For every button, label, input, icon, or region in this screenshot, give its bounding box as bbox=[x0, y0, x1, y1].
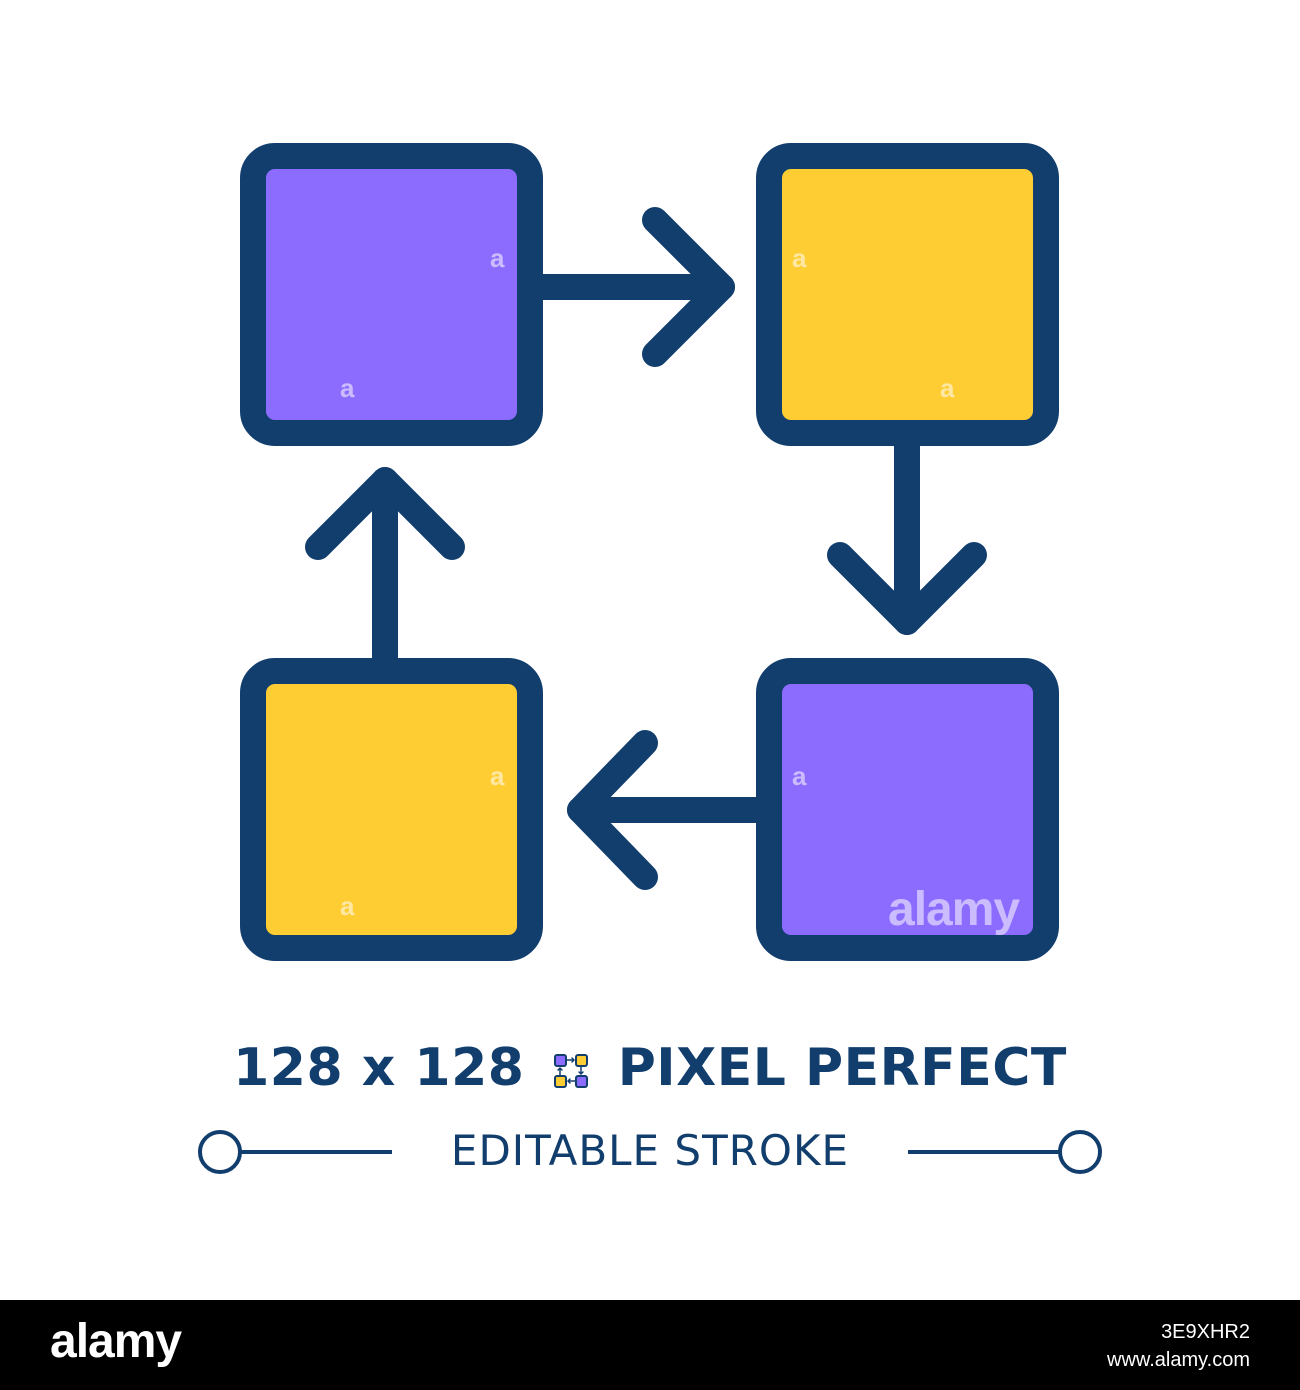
arrow-up-icon bbox=[305, 467, 465, 671]
watermark-a: a bbox=[792, 761, 807, 791]
arrow-left-icon bbox=[567, 730, 771, 890]
watermark-a: a bbox=[340, 373, 355, 403]
watermark-a: a bbox=[340, 891, 355, 921]
pixel-perfect-text: PIXEL PERFECT bbox=[617, 1038, 1067, 1098]
size-caption: 128 x 128 PIXEL PERFECT bbox=[0, 1038, 1300, 1098]
footer-info: 3E9XHR2 www.alamy.com bbox=[1107, 1318, 1250, 1374]
alamy-logo: alamy bbox=[50, 1315, 182, 1368]
mini-workflow-icon bbox=[554, 1054, 589, 1088]
watermark-a: a bbox=[490, 761, 505, 791]
footer-url: www.alamy.com bbox=[1107, 1349, 1250, 1371]
image-id: 3E9XHR2 bbox=[1161, 1321, 1250, 1343]
right-node-icon bbox=[1058, 1130, 1102, 1174]
arrow-right-icon bbox=[529, 207, 735, 367]
box-top-left bbox=[240, 143, 543, 446]
footer-bar: alamy 3E9XHR2 www.alamy.com bbox=[0, 1300, 1300, 1390]
editable-stroke-decoration bbox=[198, 1130, 1102, 1174]
box-bottom-left bbox=[240, 658, 543, 961]
watermark-a: a bbox=[792, 243, 807, 273]
box-top-right bbox=[756, 143, 1059, 446]
watermark-a: a bbox=[490, 243, 505, 273]
watermark-a: a bbox=[940, 373, 955, 403]
arrow-down-icon bbox=[827, 431, 987, 635]
workflow-cycle-icon: a a a a a a a alamy bbox=[240, 143, 1059, 961]
editable-stroke-caption: EDITABLE STROKE bbox=[450, 1126, 850, 1175]
box-bottom-right bbox=[756, 658, 1059, 961]
watermark-alamy: alamy bbox=[888, 883, 1020, 936]
size-text: 128 x 128 bbox=[233, 1038, 525, 1098]
